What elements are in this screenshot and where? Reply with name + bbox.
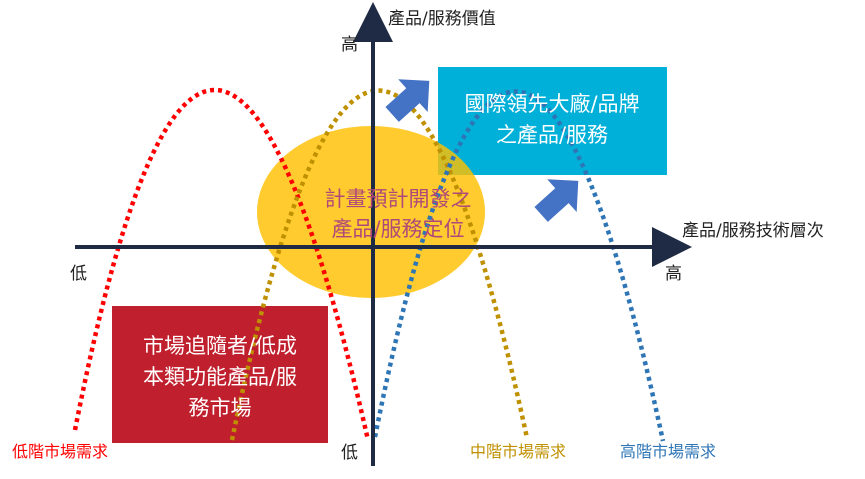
y-high-label: 高 <box>341 35 358 55</box>
high-demand-label: 高階市場需求 <box>620 442 716 461</box>
follower-text-2: 本類功能產品/服 <box>143 365 297 389</box>
x-axis-title: 產品/服務技術層次 <box>682 221 824 241</box>
low-demand-label: 低階市場需求 <box>12 442 108 461</box>
y-axis-title: 產品/服務價值 <box>388 9 496 29</box>
low-demand-curve <box>72 87 371 441</box>
mid-demand-label: 中階市場需求 <box>470 442 566 461</box>
ellipse-text-2: 產品/服務定位 <box>331 217 464 241</box>
mid-demand-curve <box>229 88 530 441</box>
intl-leader-text-1: 國際領先大廠/品牌 <box>464 92 639 116</box>
follower-box <box>112 306 328 443</box>
intl-leader-box <box>438 67 667 175</box>
upgrade-arrow-icon-2 <box>534 179 579 222</box>
follower-text-3: 務市場 <box>189 396 252 420</box>
follower-text-1: 市場追隨者/低成 <box>143 334 297 358</box>
x-high-label: 高 <box>665 264 682 284</box>
ellipse-text-1: 計畫預計開發之 <box>325 187 472 211</box>
y-low-label: 低 <box>341 443 358 463</box>
x-low-label: 低 <box>70 264 87 284</box>
upgrade-arrow-icon <box>385 79 430 122</box>
high-demand-curve <box>372 89 666 442</box>
intl-leader-text-2: 之產品/服務 <box>496 123 608 147</box>
